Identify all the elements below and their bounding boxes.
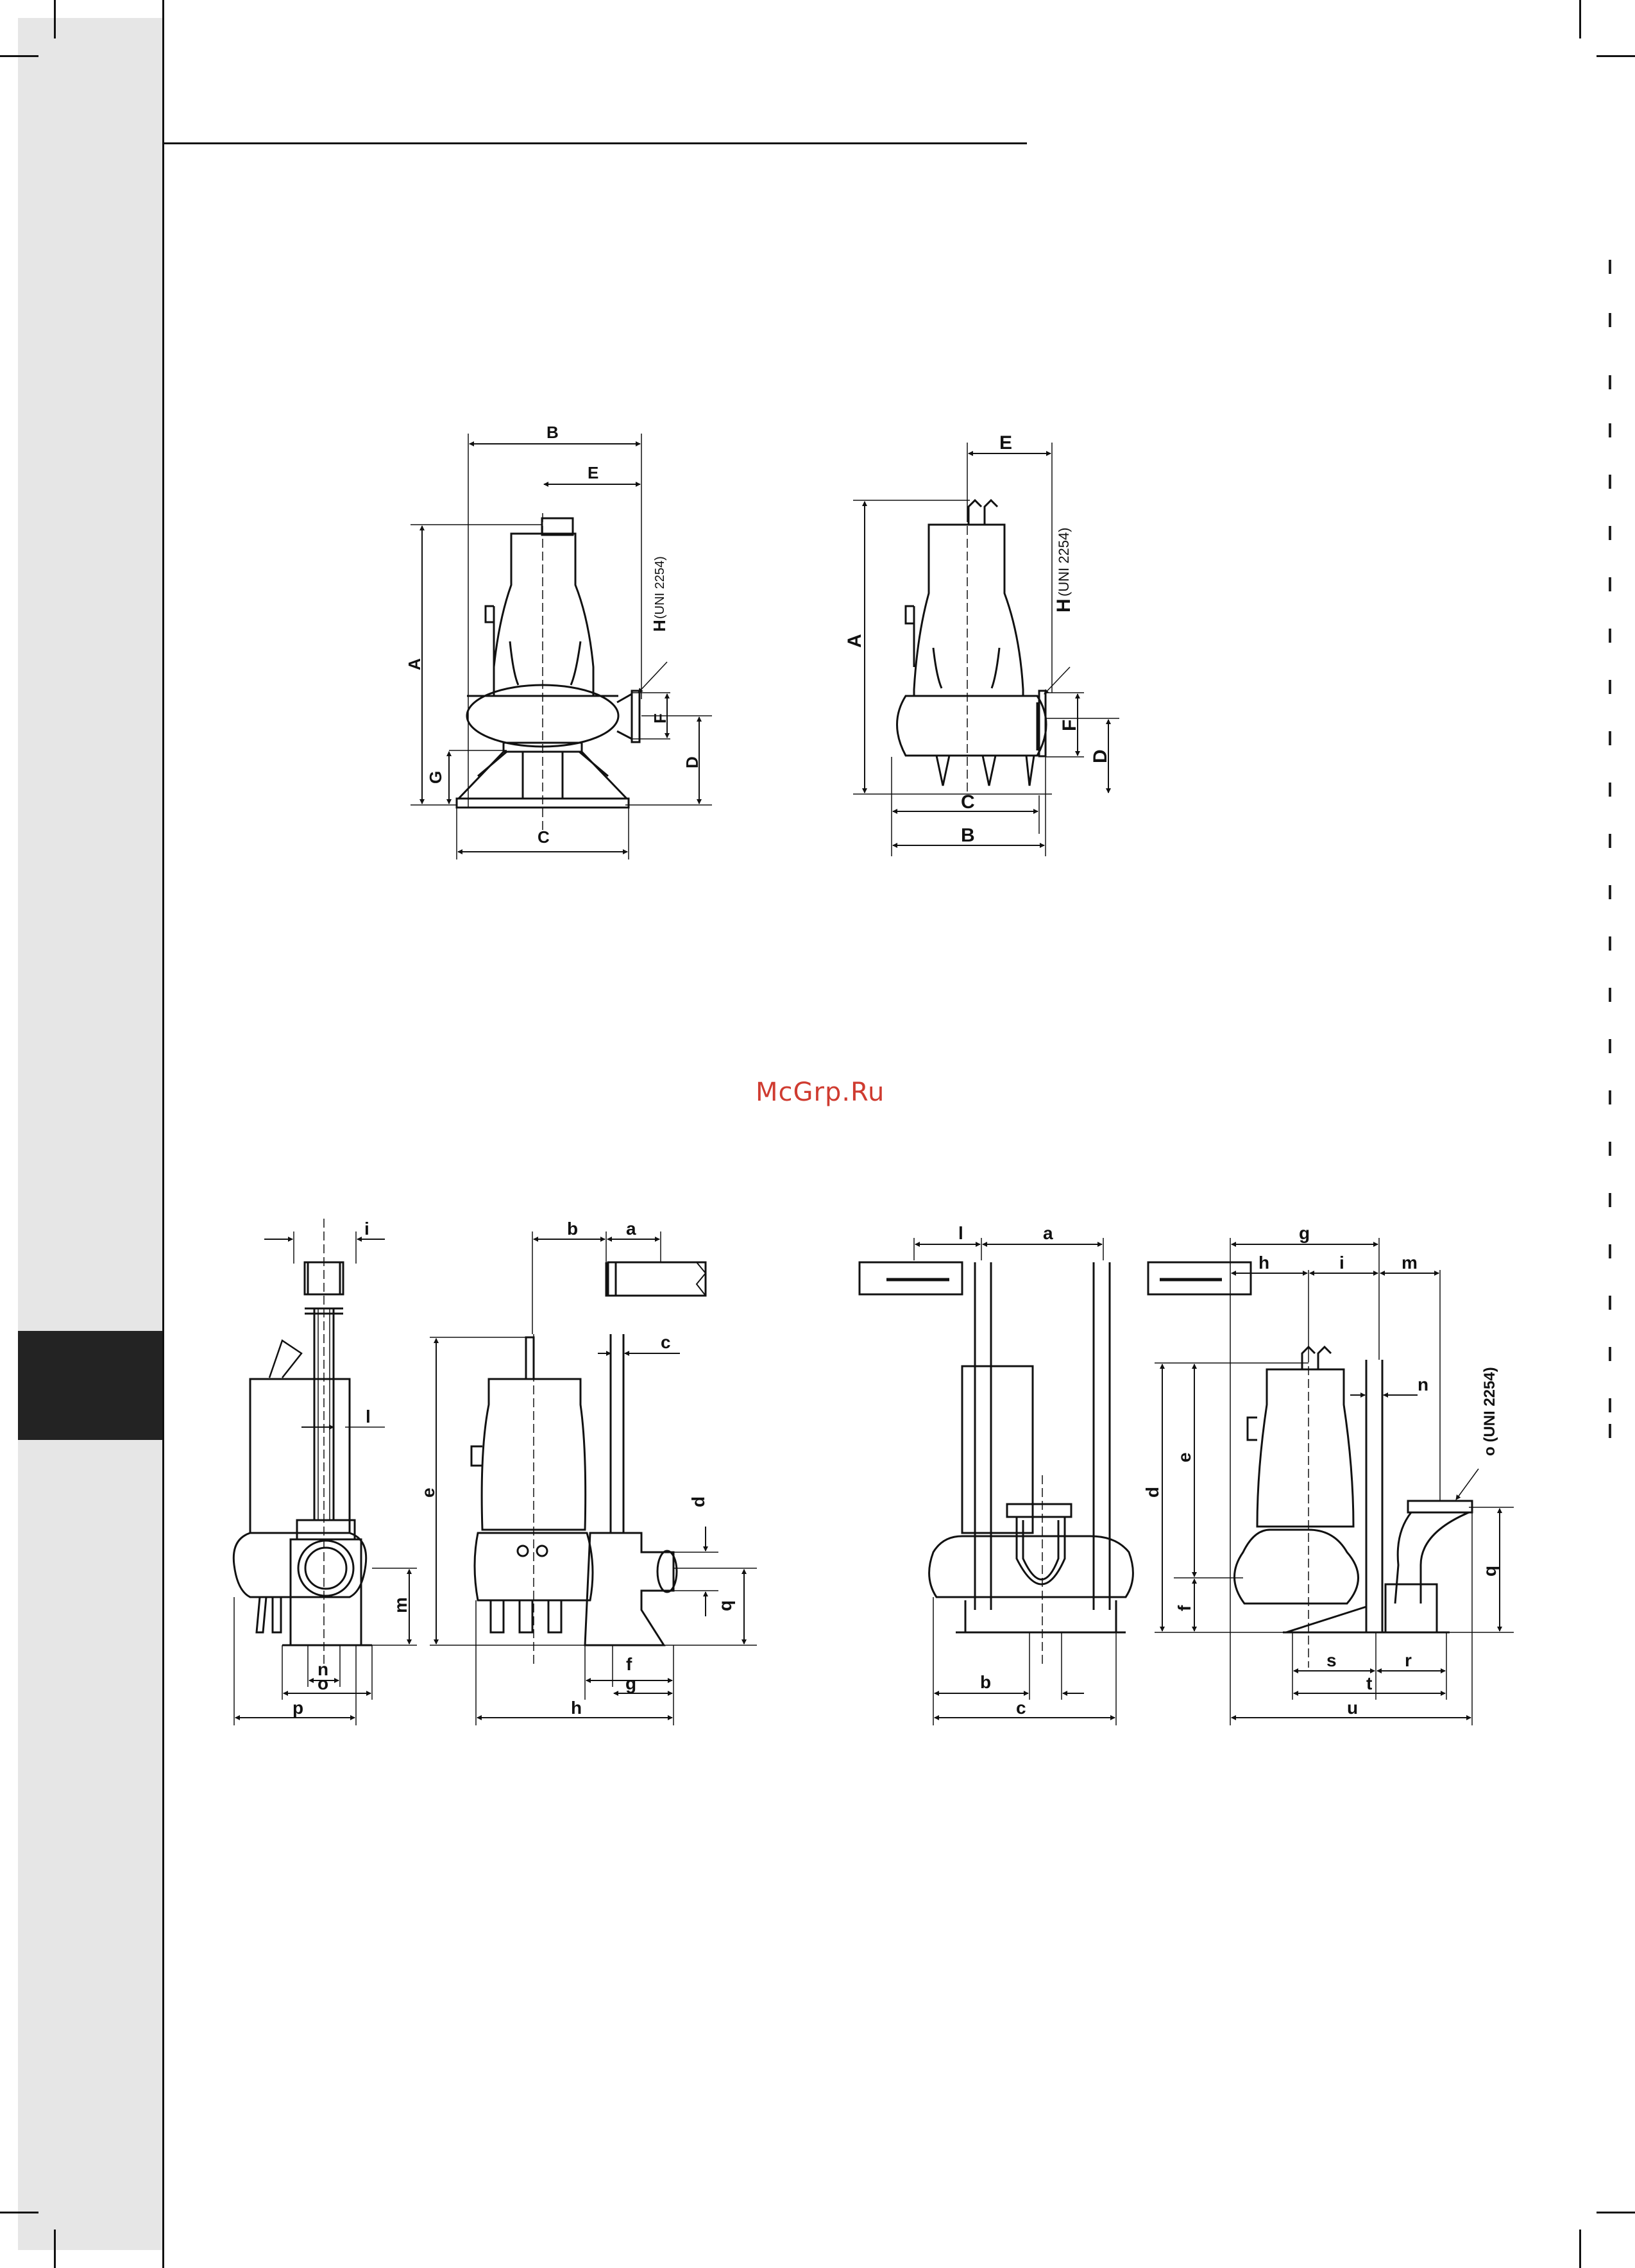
figure-pump-on-stand	[411, 434, 712, 859]
fig3-label-i: i	[364, 1219, 369, 1239]
fig6-label-s: s	[1326, 1650, 1337, 1670]
fig1-label-F: F	[650, 713, 670, 724]
fig6-label-h: h	[1258, 1253, 1269, 1273]
fig2-label-F: F	[1059, 720, 1080, 731]
fig4-label-d: d	[688, 1496, 708, 1507]
fig3-label-l: l	[366, 1407, 371, 1426]
fig1-label-E: E	[588, 463, 598, 482]
fig4-label-c: c	[661, 1332, 671, 1352]
fig4-label-a: a	[626, 1219, 636, 1239]
fig1-label-D: D	[682, 756, 702, 768]
fig5-label-l: l	[958, 1223, 963, 1243]
fig1-label-A: A	[405, 658, 424, 670]
fig6-label-m: m	[1402, 1253, 1418, 1273]
fig3-label-m: m	[391, 1597, 411, 1613]
fig2-label-E: E	[999, 432, 1012, 453]
fig4-label-f: f	[626, 1654, 632, 1674]
fig1-label-H: H	[650, 620, 669, 632]
fig6-label-e: e	[1174, 1452, 1194, 1462]
fig1-label-G: G	[426, 771, 445, 784]
fig6-label-f: f	[1174, 1605, 1194, 1611]
fig6-label-u: u	[1347, 1698, 1358, 1718]
figure-guide-rail-front	[233, 1219, 417, 1725]
fig6-label-i: i	[1339, 1253, 1344, 1273]
fig1-label-B: B	[546, 423, 559, 442]
figure-pump-freestanding	[853, 443, 1119, 856]
fig6-label-o: o (UNI 2254)	[1481, 1367, 1498, 1456]
fig4-label-g: g	[625, 1673, 636, 1693]
fig1-label-uni: (UNI 2254)	[653, 556, 667, 619]
fig3-label-o: o	[318, 1673, 328, 1693]
fig2-label-H: H	[1053, 598, 1074, 613]
fig5-label-c: c	[1016, 1698, 1026, 1718]
fig5-label-a: a	[1043, 1223, 1053, 1243]
fig4-label-b: b	[567, 1219, 578, 1239]
figure-double-rail-front	[860, 1238, 1251, 1725]
fig2-label-C: C	[961, 791, 975, 813]
fig1-label-C: C	[538, 827, 550, 847]
fig2-label-D: D	[1090, 749, 1111, 763]
fig6-label-q: q	[1480, 1566, 1500, 1577]
fig2-label-uni: (UNI 2254)	[1056, 527, 1072, 597]
fig2-label-B: B	[961, 825, 975, 846]
fig6-label-r: r	[1405, 1650, 1412, 1670]
figure-guide-rail-side	[430, 1231, 757, 1725]
fig4-label-e: e	[418, 1487, 438, 1498]
fig3-label-p: p	[292, 1698, 303, 1718]
fig4-label-h: h	[571, 1698, 582, 1718]
fig6-label-n: n	[1418, 1375, 1428, 1394]
fig6-label-t: t	[1366, 1673, 1372, 1693]
fig2-label-A: A	[844, 634, 865, 648]
fig6-label-d: d	[1142, 1487, 1162, 1498]
fig5-label-b: b	[980, 1672, 991, 1692]
fig4-label-q: q	[715, 1600, 735, 1611]
fig6-label-g: g	[1299, 1223, 1310, 1243]
